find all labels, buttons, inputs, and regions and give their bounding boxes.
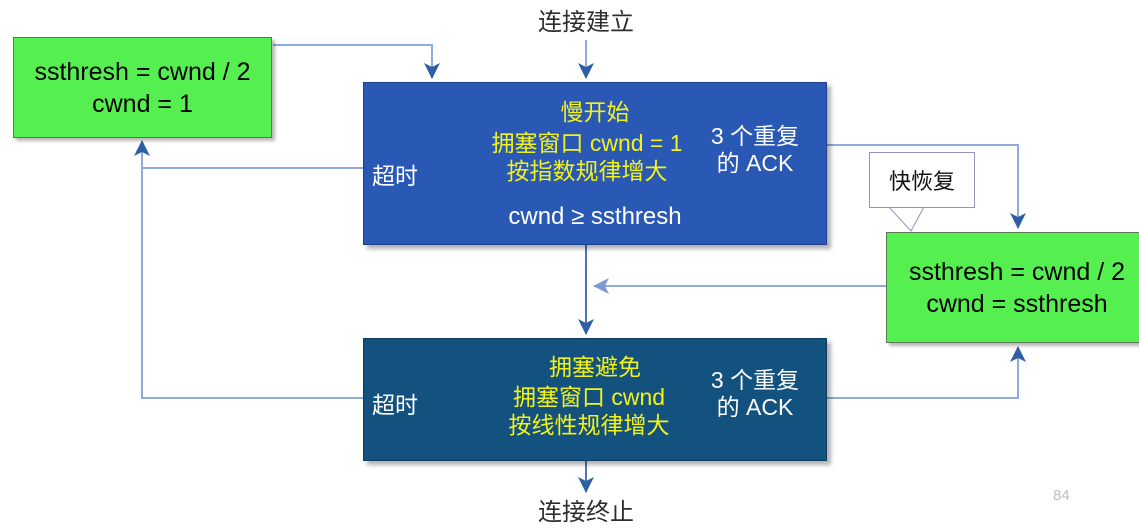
congestion-avoidance-body-line1: 拥塞窗口 cwnd <box>512 384 666 410</box>
congestion-avoidance-dupack-line2: 的 ACK <box>716 393 794 420</box>
caption-connection-terminated: 连接终止 <box>538 499 634 526</box>
slow-start-condition: cwnd ≥ ssthresh <box>508 203 682 230</box>
slow-start-dupack-line2: 的 ACK <box>716 149 794 176</box>
congestion-avoidance-box: 拥塞避免 拥塞窗口 cwnd 按线性规律增大 超时 3 个重复 的 ACK <box>363 338 827 461</box>
connector-reset-to-slow-start <box>273 44 440 79</box>
callout-tail <box>886 204 926 232</box>
slow-start-title: 慢开始 <box>560 99 630 125</box>
fast-recovery-box-line2: cwnd = ssthresh <box>926 289 1108 318</box>
caption-connection-established: 连接建立 <box>538 9 634 36</box>
slow-start-dupack-line1: 3 个重复 <box>710 123 800 149</box>
slow-start-timeout-label: 超时 <box>372 163 418 189</box>
fast-recovery-box: ssthresh = cwnd / 2 cwnd = ssthresh <box>886 232 1139 343</box>
congestion-avoidance-dupack-label: 3 个重复 的 ACK <box>690 367 820 420</box>
congestion-avoidance-body: 拥塞窗口 cwnd 按线性规律增大 <box>474 383 704 439</box>
connector-congestion-avoidance-timeout <box>141 168 363 399</box>
connector-slow-start-timeout <box>134 140 363 169</box>
slow-start-box: 慢开始 拥塞窗口 cwnd = 1 按指数规律增大 cwnd ≥ ssthres… <box>363 82 827 245</box>
connector-congestion-avoidance-dupack <box>825 346 1026 399</box>
congestion-avoidance-timeout-label: 超时 <box>372 392 418 418</box>
reset-box-line1: ssthresh = cwnd / 2 <box>34 57 251 86</box>
congestion-avoidance-title: 拥塞避免 <box>549 354 641 380</box>
reset-box-line2: cwnd = 1 <box>92 89 193 118</box>
congestion-avoidance-body-line2: 按线性规律增大 <box>508 412 670 439</box>
congestion-avoidance-dupack-line1: 3 个重复 <box>710 367 800 393</box>
slow-start-dupack-label: 3 个重复 的 ACK <box>690 123 820 176</box>
reset-box: ssthresh = cwnd / 2 cwnd = 1 <box>13 37 272 138</box>
fast-recovery-callout-label: 快恢复 <box>888 169 955 194</box>
fast-recovery-callout: 快恢复 <box>869 152 975 208</box>
page-number: 84 <box>1053 487 1070 504</box>
fast-recovery-box-line1: ssthresh = cwnd / 2 <box>908 257 1126 286</box>
slow-start-body-line2: 按指数规律增大 <box>506 158 668 185</box>
slow-start-body-line1: 拥塞窗口 cwnd = 1 <box>491 130 683 156</box>
slow-start-body: 拥塞窗口 cwnd = 1 按指数规律增大 <box>452 129 722 185</box>
